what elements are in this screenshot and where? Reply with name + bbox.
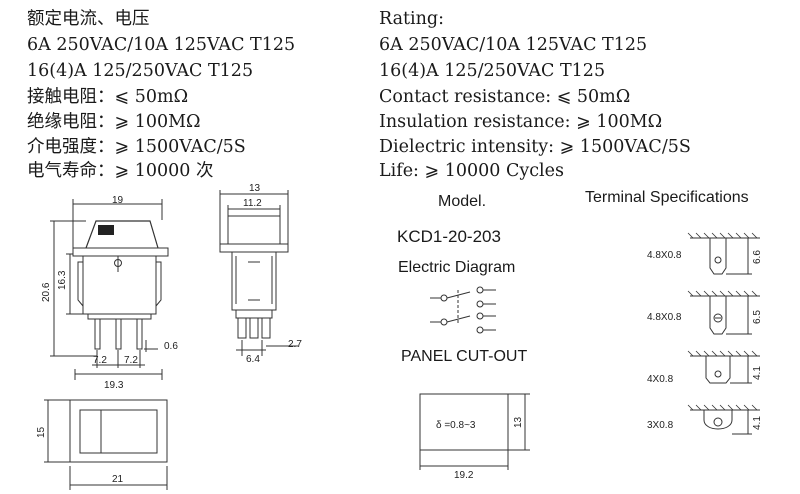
spec-en-rating-1: 6A 250VAC/10A 125VAC T125 (379, 35, 648, 55)
side-width-inner-dim: 11.2 (243, 198, 262, 209)
front-height-total-dim: 20.6 (41, 282, 52, 302)
spec-cn-rating-title: 额定电流、电压 (27, 9, 150, 29)
bottom-view (44, 399, 168, 490)
terminal-4 (687, 404, 760, 435)
terminal-3 (687, 350, 760, 384)
spec-cn-life: 电气寿命：⩾ 10000 次 (27, 161, 214, 181)
front-pin-thickness-dim: 0.6 (164, 341, 178, 352)
spec-en-rating-2: 16(4)A 125/250VAC T125 (379, 61, 606, 81)
panel-width-dim: 19.2 (454, 470, 474, 481)
panel-height-dim: 13 (513, 416, 524, 428)
terminal-3-dim: 4.1 (752, 366, 763, 380)
spec-en-life: Life: ⩾ 10000 Cycles (379, 161, 564, 181)
spec-en-rating-title: Rating: (379, 9, 445, 29)
spec-en-contact-resistance: Contact resistance: ⩽ 50mΩ (379, 87, 631, 107)
terminal-2-dim: 6.5 (752, 310, 763, 324)
front-pin-pitch-1-dim: 7.2 (93, 355, 107, 366)
panel-cutout-label: PANEL CUT-OUT (401, 348, 528, 365)
front-pin-span-dim: 19.3 (104, 380, 124, 391)
bottom-width-dim: 21 (112, 474, 124, 485)
terminal-4-dim: 4.1 (752, 416, 763, 430)
terminal-4-size: 3X0.8 (647, 420, 674, 431)
side-view (219, 190, 298, 356)
model-label: Model. (438, 193, 487, 210)
spec-cn-rating-1: 6A 250VAC/10A 125VAC T125 (27, 35, 296, 55)
model-value: KCD1-20-203 (397, 227, 501, 246)
spec-cn-dielectric-intensity: 介电强度：⩾ 1500VAC/5S (27, 137, 246, 157)
side-pin-width-dim: 2.7 (288, 339, 302, 350)
spec-cn-contact-resistance: 接触电阻：⩽ 50mΩ (27, 87, 189, 107)
terminal-1-size: 4.8X0.8 (647, 250, 682, 261)
front-pin-pitch-2-dim: 7.2 (124, 355, 138, 366)
front-height-body-dim: 16.3 (57, 270, 68, 290)
side-width-outer-dim: 13 (249, 183, 261, 194)
spec-cn-rating-2: 16(4)A 125/250VAC T125 (27, 61, 254, 81)
front-view (50, 199, 169, 380)
bottom-height-dim: 15 (36, 426, 47, 438)
terminal-2 (687, 290, 760, 335)
electric-diagram (430, 286, 496, 334)
side-pin-offset-dim: 6.4 (246, 354, 260, 365)
terminal-specs-label: Terminal Specifications (585, 189, 749, 206)
terminal-3-size: 4X0.8 (647, 374, 674, 385)
spec-en-dielectric-intensity: Dielectric intensity: ⩾ 1500VAC/5S (379, 137, 691, 157)
electric-diagram-label: Electric Diagram (398, 259, 516, 276)
terminal-1-dim: 6.6 (752, 250, 763, 264)
terminal-2-size: 4.8X0.8 (647, 312, 682, 323)
panel-cutout-drawing (419, 393, 530, 470)
spec-en-insulation-resistance: Insulation resistance: ⩾ 100MΩ (379, 112, 663, 132)
spec-cn-insulation-resistance: 绝缘电阻：⩾ 100MΩ (27, 112, 201, 132)
terminal-1 (687, 232, 760, 275)
front-width-dim: 19 (112, 195, 124, 206)
panel-thickness-note: δ =0.8~3 (436, 420, 476, 431)
